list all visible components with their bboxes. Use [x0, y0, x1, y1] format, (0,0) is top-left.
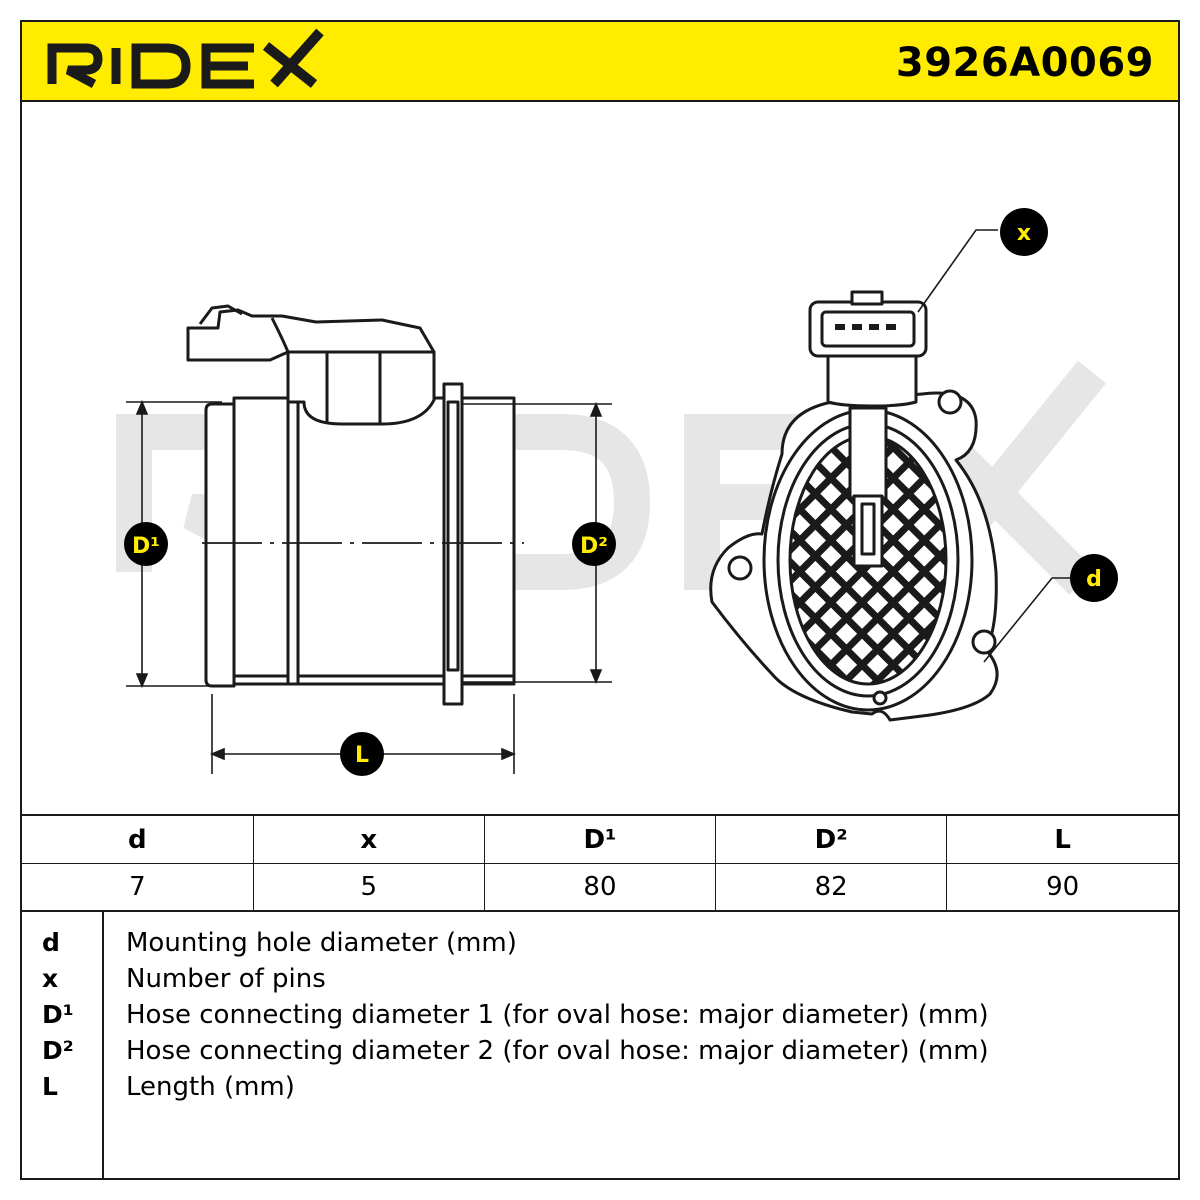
mounting-hole-right [971, 629, 997, 655]
callouts: D¹ D² L x d [124, 208, 1118, 776]
header-cell-l: L [946, 814, 1178, 864]
legend-symbol: x [42, 964, 59, 993]
callout-l: L [355, 743, 369, 768]
inlet-flange [204, 402, 236, 688]
value-cell-x: 5 [252, 863, 485, 912]
callout-d1-circle [124, 522, 168, 566]
connector-neck [826, 352, 918, 408]
legend-symbol: D² [42, 1036, 74, 1065]
legend-symbol: L [42, 1072, 58, 1101]
legend-description: Number of pins [126, 964, 326, 994]
legend-item: x Number of pins [22, 964, 1178, 1000]
side-view [186, 304, 524, 706]
value-cell-d2: 82 [715, 863, 948, 912]
legend-description: Hose connecting diameter 2 (for oval hos… [126, 1036, 989, 1066]
value-cell-l: 90 [946, 863, 1178, 912]
header-cell-d1: D¹ [483, 814, 717, 864]
connector-pins [835, 324, 896, 330]
brand-logo [44, 28, 324, 98]
table-header-row: d x D¹ D² L [22, 814, 1178, 864]
technical-drawing: D¹ D² L x d [116, 208, 1118, 776]
legend-symbol: D¹ [42, 1000, 74, 1029]
callout-d1: D¹ [132, 534, 160, 559]
mounting-hole-top [937, 389, 963, 415]
header-cell-d2: D² [715, 814, 948, 864]
callout-d2: D² [580, 534, 608, 559]
callout-x: x [1017, 221, 1031, 246]
front-view [709, 290, 999, 722]
callout-d: d [1086, 567, 1102, 592]
callout-d-circle [1070, 554, 1118, 602]
ring-band [286, 396, 300, 686]
table-value-row: 7 5 80 82 90 [22, 863, 1178, 912]
legend-symbol: d [42, 928, 60, 957]
callout-l-circle [340, 732, 384, 776]
product-sheet: 3926A0069 [20, 20, 1180, 1180]
dimension-table: d x D¹ D² L 7 5 80 82 90 [22, 814, 1178, 912]
legend-item: d Mounting hole diameter (mm) [22, 928, 1178, 964]
legend-item: D¹ Hose connecting diameter 1 (for oval … [22, 1000, 1178, 1036]
callout-leaders [917, 229, 1072, 663]
legend-description: Hose connecting diameter 1 (for oval hos… [126, 1000, 989, 1030]
legend-item: D² Hose connecting diameter 2 (for oval … [22, 1036, 1178, 1072]
mounting-hole-bottom [872, 690, 888, 706]
header-cell-x: x [252, 814, 485, 864]
tube-body [232, 396, 516, 686]
connector-plug [186, 308, 436, 362]
mounting-hole-left [727, 555, 753, 581]
legend-description: Length (mm) [126, 1072, 295, 1102]
header-bar: 3926A0069 [22, 22, 1178, 102]
part-number: 3926A0069 [895, 40, 1154, 86]
callout-d2-circle [572, 522, 616, 566]
header-cell-d: d [22, 814, 254, 864]
sensor-housing [286, 350, 436, 426]
legend-divider [102, 912, 104, 1178]
callout-x-circle [1000, 208, 1048, 256]
legend: d Mounting hole diameter (mm) x Number o… [22, 912, 1178, 1178]
legend-item: L Length (mm) [22, 1072, 1178, 1108]
value-cell-d1: 80 [483, 863, 717, 912]
value-cell-d: 7 [22, 863, 254, 912]
legend-description: Mounting hole diameter (mm) [126, 928, 517, 958]
